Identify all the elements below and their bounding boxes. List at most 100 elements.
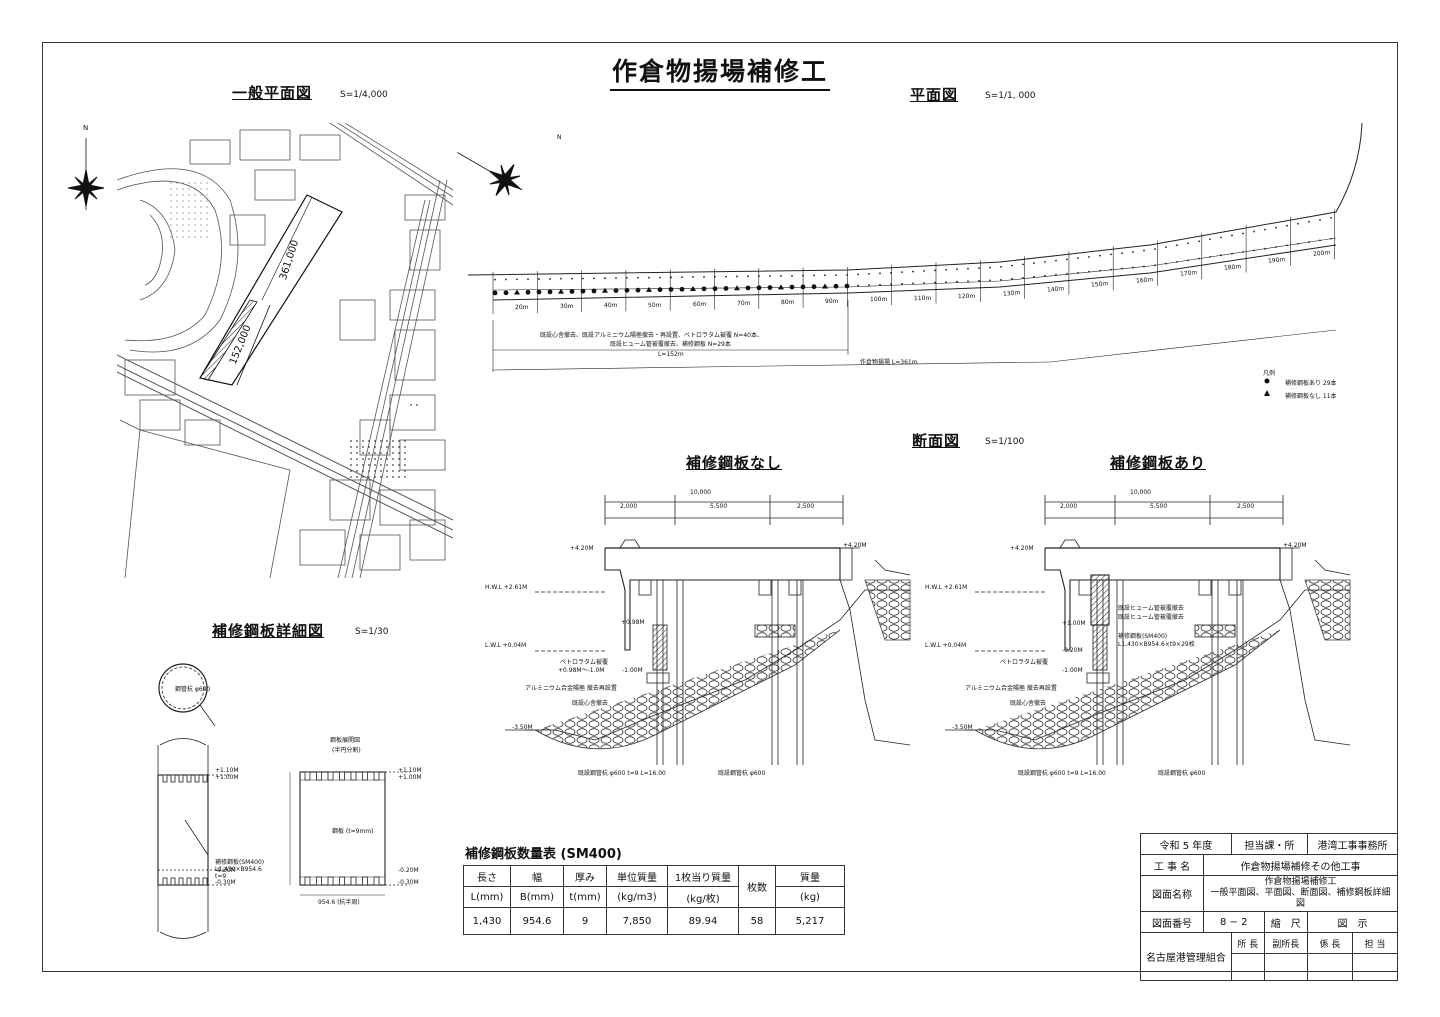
- unfold-sub: (半円分割): [332, 747, 361, 754]
- pile-dot: [1011, 264, 1013, 267]
- pile-with-plate: [569, 289, 575, 294]
- pile-dot: [978, 267, 980, 270]
- pile-dot: [868, 272, 870, 275]
- pipe-notch-bottom: [186, 877, 192, 886]
- pile-dot: [1011, 277, 1013, 280]
- hwl-left: H.W.L +2.61M: [485, 584, 528, 591]
- drawing-title: 作倉物揚場補修工: [610, 52, 831, 91]
- left-note-0: +0.98M: [621, 619, 645, 626]
- pile-dot: [813, 274, 815, 277]
- pile-dot: [637, 276, 639, 279]
- dim-2-right: 5,500: [1150, 503, 1168, 510]
- pile-dot: [1132, 251, 1134, 253]
- plate-notch-top: [304, 771, 311, 781]
- right-note-8: アルミニウム合金陽極 撤去再設置: [965, 685, 1057, 692]
- pile-dot: [868, 284, 870, 287]
- pile-dot: [1044, 261, 1046, 263]
- right-note-5: -0.20M: [1062, 647, 1083, 654]
- pile-dot: [670, 276, 672, 279]
- riprap-block: [754, 624, 796, 638]
- dim-3-right: 2,500: [1237, 503, 1255, 510]
- plate-notch-bottom: [362, 876, 368, 886]
- curb: [1059, 539, 1081, 549]
- pile-dot: [1275, 246, 1277, 248]
- pile-with-plate: [591, 288, 597, 294]
- pile-dot: [758, 275, 760, 278]
- qty-h-mass: 質量: [775, 865, 845, 887]
- left-note-5: 既設心舎撤去: [572, 700, 609, 707]
- pile-dot: [912, 270, 914, 273]
- tb-scale-label: 縮 尺: [1263, 911, 1308, 933]
- qty-length: 1,430: [463, 907, 511, 935]
- pipe-notch-top: [162, 774, 168, 783]
- pipe-label: 鋼管杭 φ600: [175, 686, 211, 693]
- pile-with-plate: [723, 286, 729, 291]
- qty-h-thick: 厚み: [563, 865, 607, 887]
- pile-dot: [1044, 274, 1046, 277]
- qty-count: 58: [738, 907, 776, 935]
- plan-len-152: L=152m: [658, 351, 684, 358]
- hwl-right: H.W.L +2.61M: [925, 584, 968, 591]
- pile-dot: [692, 276, 694, 278]
- pile-dot: [1242, 251, 1244, 253]
- pile-dot: [1231, 234, 1233, 237]
- pile-dot: [846, 274, 848, 276]
- plate-notch-bottom: [373, 876, 380, 886]
- anode: [1086, 672, 1110, 684]
- pile-with-plate: [756, 285, 762, 291]
- general-plan-label: 一般平面図: [232, 84, 313, 102]
- pile-dot: [1066, 272, 1068, 275]
- detail-level-4: -0.30M: [215, 879, 236, 886]
- riprap-block: [1194, 624, 1236, 638]
- pipe-notch-top: [202, 774, 208, 783]
- pile-dot: [1110, 253, 1112, 256]
- dim-3-left: 2,500: [797, 503, 815, 510]
- pile-dot: [934, 269, 936, 272]
- tb-stamp-2: [1263, 953, 1308, 981]
- right-note-3: 補修鋼板(SM400): [1118, 633, 1168, 640]
- detail-level-2: +1.00M: [215, 774, 239, 781]
- qty-mass: 5,217: [775, 907, 845, 935]
- general-plan-scale: S=1/4,000: [340, 90, 388, 100]
- tb-scale: 図 示: [1306, 911, 1399, 933]
- quantity-table: 長さ 幅 厚み 単位質量 1枚当り質量 枚数 質量 L(mm) B(mm) t(…: [463, 865, 845, 935]
- tb-year: 令和 5 年度: [1140, 833, 1232, 855]
- pile-with-plate: [525, 289, 531, 295]
- right-note-9: 既設心舎撤去: [1010, 700, 1047, 707]
- pile-with-plate: [701, 286, 707, 292]
- riprap: [974, 629, 1281, 750]
- pile-dot: [890, 271, 892, 274]
- backfill: [864, 579, 911, 641]
- pile-dot: [1242, 232, 1244, 235]
- pile-without-plate: [558, 288, 564, 294]
- pile-dot: [945, 268, 947, 271]
- plate-notch-top: [327, 771, 334, 781]
- section-scale: S=1/100: [985, 437, 1025, 447]
- pile-dot: [1275, 226, 1277, 229]
- pipe-notch-bottom: [178, 877, 184, 886]
- pile-dot: [923, 270, 925, 272]
- pile-dot: [1198, 240, 1200, 243]
- quantity-header-row: 長さ 幅 厚み 単位質量 1枚当り質量 枚数 質量: [463, 865, 845, 908]
- pile-with-plate: [712, 286, 718, 292]
- wall-back: [1279, 579, 1351, 746]
- right-note-6: ペトロラタム被覆: [1000, 659, 1049, 666]
- pipe-notch-top: [186, 774, 192, 783]
- pile-dot: [989, 266, 991, 269]
- level-top-right-right: +4.20M: [1283, 542, 1307, 549]
- qty-permass: 89.94: [667, 907, 739, 935]
- pile-dot: [1055, 259, 1057, 262]
- pile-dot: [1330, 216, 1332, 219]
- detail-level-1: +1.10M: [215, 767, 239, 774]
- unfold-level-3: -0.20M: [398, 867, 419, 874]
- pile-dot: [1330, 237, 1332, 240]
- plate-notch-bottom: [316, 876, 322, 886]
- pile-dot: [1286, 224, 1288, 227]
- pile-dot: [934, 281, 936, 284]
- backfill-line: [1314, 559, 1351, 576]
- pipe-notch-top: [170, 774, 176, 783]
- pile-dot: [1154, 248, 1156, 251]
- tb-stamp-1: [1230, 953, 1265, 981]
- pile-without-plate: [822, 283, 828, 289]
- legend-without-plate: 補修鋼板なし 11本: [1285, 393, 1337, 400]
